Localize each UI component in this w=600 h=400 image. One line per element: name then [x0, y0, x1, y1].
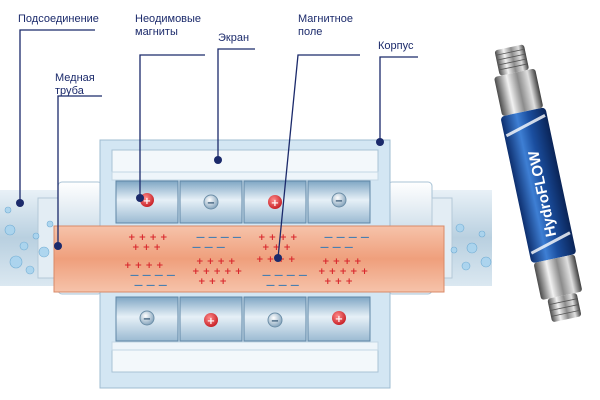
- bottom-sign-3: −: [271, 316, 279, 327]
- svg-text:+ + +: + + +: [262, 243, 291, 253]
- leader-magnetic-field: [277, 54, 360, 259]
- top-sign-2: −: [207, 198, 215, 209]
- leader-connection: [19, 29, 95, 203]
- top-sign-3: +: [271, 198, 279, 209]
- leader-copper-pipe: [57, 95, 102, 246]
- svg-text:— — — —: — — — —: [196, 233, 241, 243]
- label-magnetic-field-line1: Магнитное: [298, 13, 353, 25]
- label-neodymium-line1: Неодимовые: [135, 13, 202, 25]
- leader-magnets: [139, 54, 205, 198]
- svg-text:+ + +: + + +: [198, 277, 227, 287]
- svg-text:— — —: — — —: [266, 281, 299, 291]
- svg-text:+ + + + +: + + + + +: [192, 267, 242, 277]
- svg-text:+ + + + +: + + + + +: [318, 267, 368, 277]
- svg-text:— — —: — — —: [320, 243, 353, 253]
- leader-screen: [217, 48, 255, 160]
- copper-pipe: [53, 225, 445, 293]
- label-housing: Корпус: [378, 40, 413, 53]
- bottom-sign-2: +: [207, 316, 215, 327]
- svg-text:+ + + +: + + + +: [128, 233, 168, 243]
- top-sign-4: −: [335, 196, 343, 207]
- water-bubbles: [4, 206, 492, 275]
- svg-text:— — —: — — —: [134, 281, 167, 291]
- leader-lines: [19, 29, 418, 259]
- label-magnetic-field: Магнитное поле: [298, 13, 353, 39]
- screen-top: [111, 149, 379, 173]
- product-thread-top: [494, 44, 529, 76]
- svg-text:+ + + +: + + + +: [196, 257, 236, 267]
- magnet-sign-glyphs: + − + − − + − +: [143, 196, 343, 327]
- label-housing-text: Корпус: [378, 40, 414, 52]
- screen-top-inner: [111, 171, 379, 181]
- label-copper-pipe: Медная труба: [55, 72, 95, 98]
- svg-text:+ + +: + + +: [132, 243, 161, 253]
- svg-text:— — — —: — — — —: [262, 271, 307, 281]
- top-sign-1: +: [143, 196, 151, 207]
- svg-text:+ + + +: + + + +: [258, 233, 298, 243]
- screen-bottom-inner: [111, 341, 379, 351]
- label-connection-text: Подсоединение: [18, 13, 99, 25]
- label-copper-pipe-line1: Медная: [55, 72, 95, 84]
- label-neodymium-magnets: Неодимовые магниты: [135, 13, 201, 39]
- product-device-illustration: HydroFLOW: [494, 44, 582, 322]
- magnet-sign-dots: [139, 192, 347, 328]
- label-connection: Подсоединение: [18, 13, 99, 26]
- svg-text:— — —: — — —: [192, 243, 225, 253]
- bottom-sign-4: +: [335, 314, 343, 325]
- label-screen-text: Экран: [218, 32, 250, 44]
- svg-text:— — — —: — — — —: [324, 233, 369, 243]
- label-neodymium-line2: магниты: [135, 26, 178, 38]
- svg-text:— — — —: — — — —: [130, 271, 175, 281]
- svg-text:+ + +: + + +: [324, 277, 353, 287]
- leader-dots: [16, 138, 384, 262]
- product-nut-bottom: [534, 254, 582, 300]
- magnetic-field-charges: + + + ++ + ++ + + + + + + ++ + + + ++ + …: [124, 233, 369, 291]
- product-body: [501, 107, 576, 263]
- product-nut-top: [494, 68, 543, 116]
- label-screen: Экран: [218, 32, 249, 45]
- leader-housing: [379, 56, 418, 142]
- svg-text:+ + + +: + + + +: [322, 257, 362, 267]
- label-copper-pipe-line2: труба: [55, 85, 84, 97]
- bottom-sign-1: −: [143, 314, 151, 325]
- svg-text:+ + + +: + + + +: [124, 261, 164, 271]
- label-magnetic-field-line2: поле: [298, 26, 323, 38]
- screen-bottom: [111, 349, 379, 373]
